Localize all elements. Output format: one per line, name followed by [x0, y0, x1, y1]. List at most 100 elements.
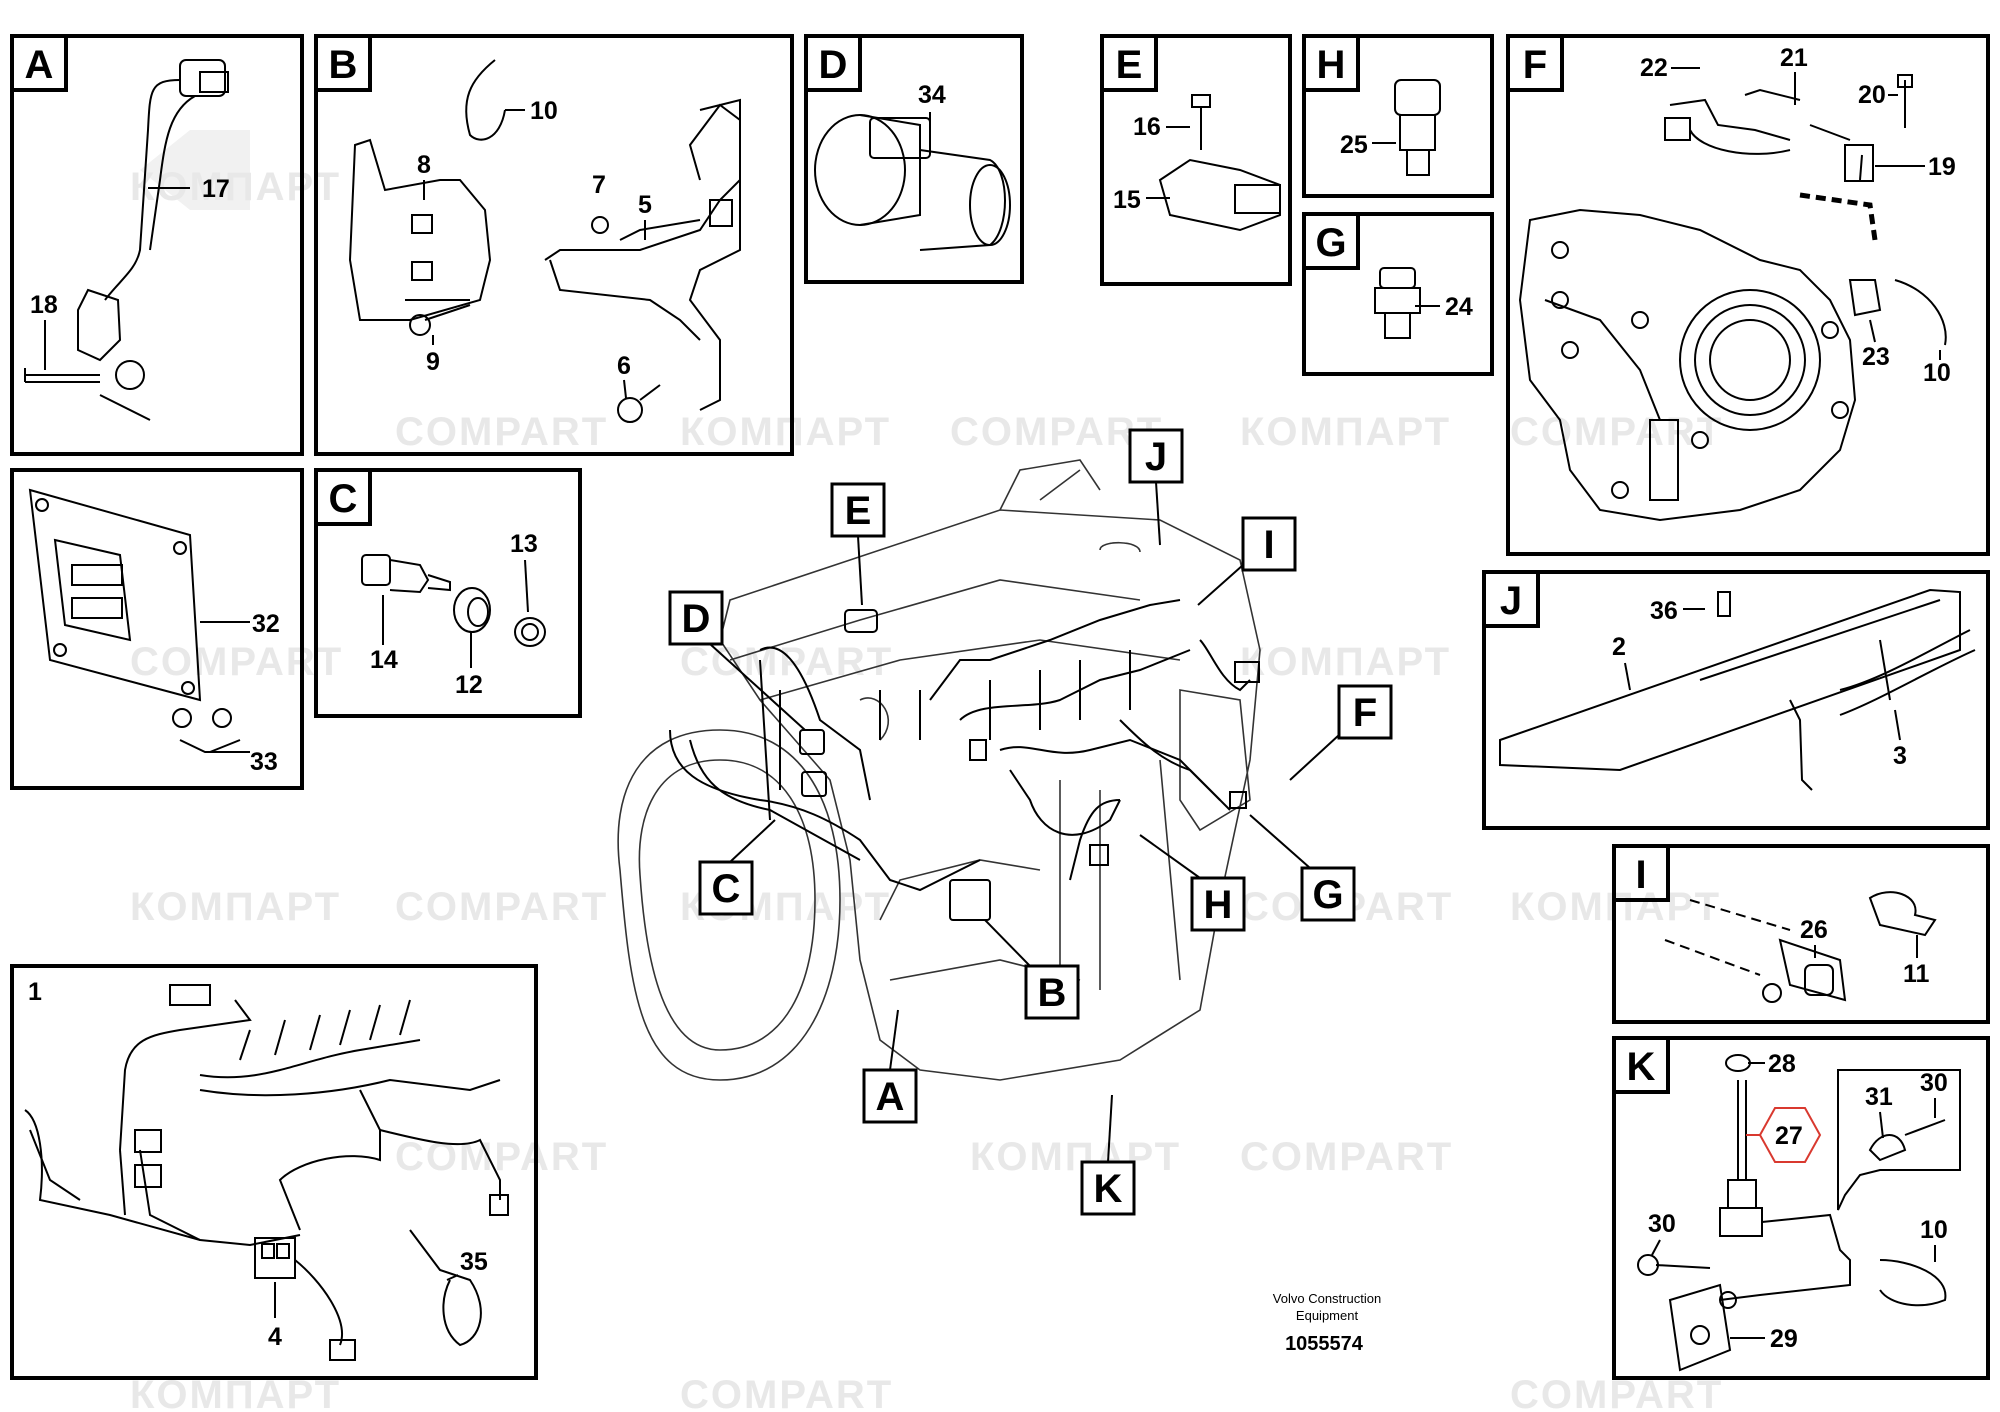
engine-tag-i: I	[1197, 516, 1297, 606]
svg-text:C: C	[712, 867, 741, 911]
watermark-text: COMPART	[680, 1373, 893, 1412]
watermark-text: COMPART	[395, 885, 608, 929]
svg-text:G: G	[1312, 873, 1343, 917]
sensor-i-drawing	[1664, 891, 1937, 1003]
svg-text:J: J	[1145, 435, 1167, 479]
panel-letter: D	[819, 43, 848, 87]
callout-32: 32	[252, 610, 280, 638]
callout-3: 3	[1893, 742, 1907, 770]
callout-17: 17	[202, 175, 230, 203]
callout-33: 33	[250, 748, 278, 776]
panel-letter: I	[1635, 853, 1646, 897]
callout-26: 26	[1800, 916, 1828, 944]
callout-35: 35	[460, 1248, 488, 1276]
callout-4: 4	[268, 1323, 282, 1351]
callout-2: 2	[1612, 633, 1626, 661]
svg-text:H: H	[1204, 883, 1233, 927]
callout-34: 34	[918, 81, 946, 109]
panel-harness: 1 35 4	[10, 964, 538, 1380]
temp-sensor-drawing	[361, 554, 546, 647]
callout-36: 36	[1650, 597, 1678, 625]
engine-tag-d: D	[668, 590, 806, 731]
callout-20: 20	[1858, 81, 1886, 109]
watermark-text: КОМПАРТ	[680, 410, 891, 454]
callout-8: 8	[417, 151, 431, 179]
engine-tag-j: J	[1128, 428, 1184, 546]
watermark-text: COMPART	[950, 410, 1163, 454]
callout-16: 16	[1133, 113, 1161, 141]
engine-tag-k: K	[1080, 1094, 1136, 1216]
drawing-footer: Volvo Construction Equipment 1055574	[1273, 1291, 1381, 1355]
panel-letter: B	[329, 43, 358, 87]
panel-j: J 36 2 3	[1482, 570, 1990, 830]
callout-15: 15	[1113, 186, 1141, 214]
callout-6: 6	[617, 352, 631, 380]
panel-f: F 22	[1506, 34, 1990, 556]
callout-12: 12	[455, 671, 483, 699]
callout-29: 29	[1770, 1325, 1798, 1353]
watermark-text: КОМПАРТ	[1240, 640, 1451, 684]
panel-e: E 16 15	[1100, 34, 1292, 286]
timing-cover-drawing	[1518, 74, 1947, 522]
panel-d: D 34	[804, 34, 1024, 284]
engine-tags: E J I D F C H	[668, 428, 1393, 1216]
callout-14: 14	[370, 646, 398, 674]
panel-b: B 10 8 7 5 9 6	[314, 34, 794, 456]
callout-10: 10	[1923, 359, 1951, 387]
company-name-line2: Equipment	[1296, 1308, 1359, 1323]
panel-c: C 13 14 12	[314, 468, 582, 718]
callout-28: 28	[1768, 1050, 1796, 1078]
engine-tag-c: C	[698, 819, 776, 916]
callout-30: 30	[1920, 1069, 1948, 1097]
svg-text:F: F	[1353, 691, 1377, 735]
panel-i: I 26 11	[1612, 844, 1990, 1024]
callout-21: 21	[1780, 44, 1808, 72]
callout-5: 5	[638, 191, 652, 219]
engine-tag-b: B	[984, 919, 1080, 1020]
watermark-text: COMPART	[395, 1135, 608, 1179]
callout-31: 31	[1865, 1083, 1893, 1111]
pressure-sensor-drawing	[1158, 94, 1281, 232]
panel-h: H 25	[1302, 34, 1494, 198]
watermark-text: COMPART	[395, 410, 608, 454]
svg-text:D: D	[682, 597, 711, 641]
callout-22: 22	[1640, 54, 1668, 82]
svg-text:E: E	[845, 489, 872, 533]
harness-label: 1	[28, 978, 42, 1006]
level-sensor-drawing	[1637, 1054, 1961, 1372]
watermark-text: COMPART	[1240, 1135, 1453, 1179]
sensor-g-drawing	[1374, 267, 1421, 339]
svg-text:I: I	[1263, 523, 1274, 567]
callout-11: 11	[1903, 960, 1930, 988]
engine-tag-h: H	[1139, 834, 1246, 932]
watermark-text: COMPART	[1510, 410, 1723, 454]
callout-10: 10	[1920, 1216, 1948, 1244]
callout-7: 7	[592, 171, 606, 199]
callout-18: 18	[30, 291, 58, 319]
callout-25: 25	[1340, 131, 1368, 159]
callout-13: 13	[510, 530, 538, 558]
watermark-text: COMPART	[130, 640, 343, 684]
svg-text:A: A	[876, 1075, 905, 1119]
panel-g: G 24	[1302, 212, 1494, 376]
callout-27: 27	[1775, 1122, 1803, 1150]
panel-letter: A	[25, 43, 54, 87]
callout-9: 9	[426, 348, 440, 376]
engine-tag-g: G	[1249, 814, 1356, 922]
watermark-text: КОМПАРТ	[1240, 410, 1451, 454]
company-name-line1: Volvo Construction	[1273, 1291, 1381, 1306]
watermark-text: COMPART	[680, 640, 893, 684]
panel-letter: H	[1317, 43, 1346, 87]
panel-letter: J	[1500, 579, 1522, 623]
panel-letter: K	[1627, 1045, 1656, 1089]
drawing-number: 1055574	[1285, 1333, 1364, 1355]
crank-sensor-drawing	[24, 59, 229, 421]
harness-drawing	[24, 984, 509, 1361]
bracket-drawing	[348, 59, 741, 423]
svg-text:K: K	[1094, 1167, 1123, 1211]
callout-23: 23	[1862, 343, 1890, 371]
panel-letter: F	[1523, 43, 1547, 87]
watermark-text: КОМПАРТ	[130, 885, 341, 929]
sensor-h-drawing	[1394, 79, 1441, 176]
